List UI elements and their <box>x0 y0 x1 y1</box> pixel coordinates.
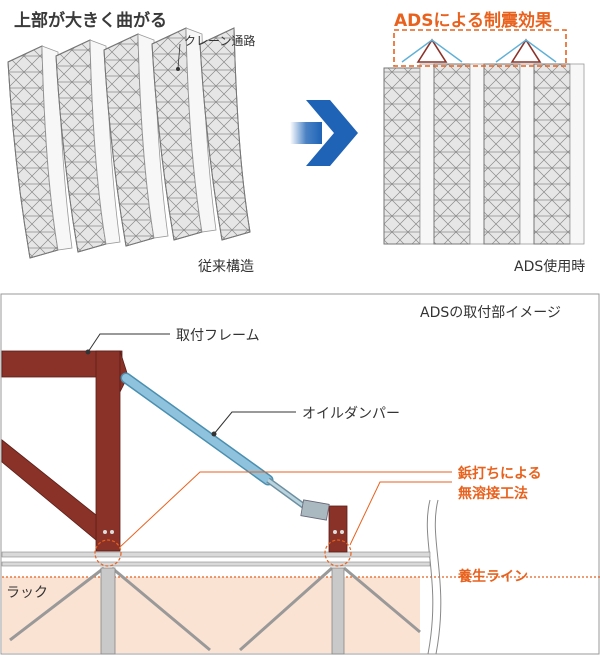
method-label-line1: 鋲打ちによる <box>458 466 542 482</box>
crane-passage-label: クレーン通路 <box>184 34 256 48</box>
rack-column-left <box>100 567 116 655</box>
conventional-caption: 従来構造 <box>198 259 254 275</box>
rack-label: ラック <box>6 585 48 601</box>
ads-effect-title: ADSによる制震効果 <box>394 11 553 31</box>
method-label-line2: 無溶接工法 <box>458 486 528 502</box>
curing-zone <box>2 577 420 653</box>
oil-damper <box>120 372 330 521</box>
damper-label: オイルダンパー <box>302 406 400 422</box>
transition-arrow <box>290 100 358 166</box>
bolt-area-left <box>94 539 122 567</box>
panel-title: ADSの取付部イメージ <box>420 305 561 321</box>
ads-caption: ADS使用時 <box>514 259 586 275</box>
conventional-rack-illustration <box>7 27 251 259</box>
crane-leader-line <box>177 43 181 69</box>
ads-damper-marks <box>401 38 557 63</box>
curing-line-label: 養生ライン <box>458 569 528 585</box>
rack-column-right <box>331 567 345 655</box>
frame-label: 取付フレーム <box>176 328 260 344</box>
conventional-title: 上部が大きく曲がる <box>14 11 167 31</box>
bolt-area-right <box>324 539 352 567</box>
ads-rack-illustration <box>383 29 585 245</box>
